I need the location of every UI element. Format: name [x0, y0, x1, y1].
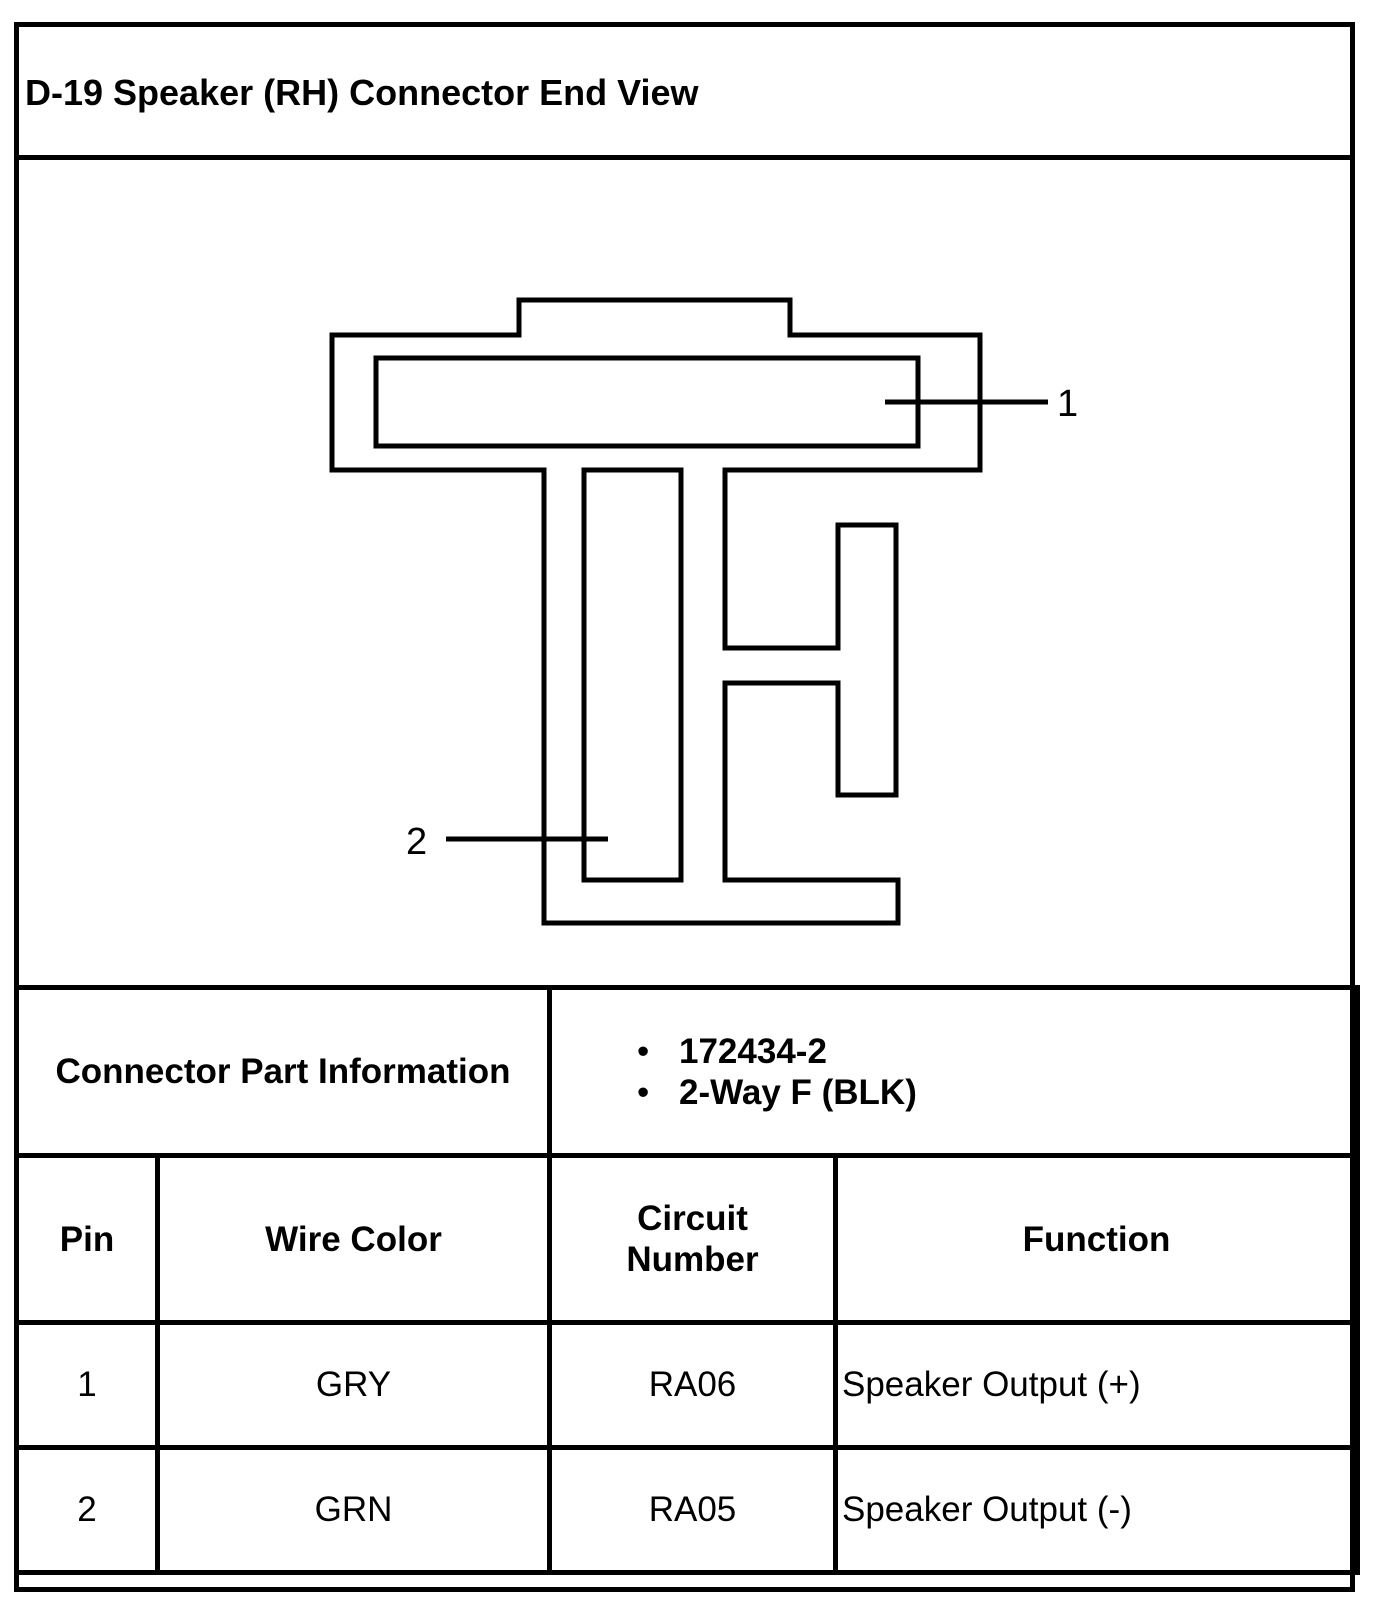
header-pin: Pin	[14, 1153, 160, 1325]
terminal-2-cavity	[581, 467, 684, 883]
header-circuit-line2: Number	[626, 1240, 759, 1279]
wire-color-cell: GRN	[155, 1445, 552, 1575]
housing-outline	[329, 297, 983, 926]
page-title: D-19 Speaker (RH) Connector End View	[25, 72, 699, 113]
title-row: D-19 Speaker (RH) Connector End View	[19, 27, 1350, 160]
header-circuit-line1: Circuit	[637, 1199, 748, 1238]
terminal-1-cavity	[373, 355, 921, 449]
table-row: 1 GRY RA06 Speaker Output (+)	[14, 1320, 1361, 1450]
circuit-cell: RA05	[547, 1445, 838, 1575]
table-header-row: Pin Wire Color Circuit Number Function	[14, 1153, 1361, 1325]
part-number: 172434-2	[637, 1031, 1355, 1072]
part-description: 2-Way F (BLK)	[637, 1072, 1355, 1113]
connector-sheet: D-19 Speaker (RH) Connector End View 1 2	[14, 22, 1361, 1592]
header-circuit-number: Circuit Number	[547, 1153, 838, 1325]
pin-cell: 2	[14, 1445, 160, 1575]
wire-color-cell: GRY	[155, 1320, 552, 1450]
callout-1-label: 1	[1057, 383, 1078, 425]
function-cell: Speaker Output (-)	[832, 1445, 1361, 1575]
connector-outline-drawing: 1 2	[329, 297, 1078, 926]
connector-end-view: 1 2	[19, 160, 1350, 990]
header-function: Function	[832, 1153, 1361, 1325]
table-row: 2 GRN RA05 Speaker Output (-)	[14, 1445, 1361, 1575]
pin-cell: 1	[14, 1320, 160, 1450]
connector-part-values: 172434-2 2-Way F (BLK)	[546, 985, 1361, 1158]
connector-info-table: Connector Part Information 172434-2 2-Wa…	[14, 985, 1361, 1575]
callout-2-label: 2	[406, 821, 427, 863]
function-cell: Speaker Output (+)	[832, 1320, 1361, 1450]
connector-part-row: Connector Part Information 172434-2 2-Wa…	[14, 985, 1361, 1158]
connector-part-label: Connector Part Information	[14, 985, 552, 1158]
header-wire-color: Wire Color	[155, 1153, 552, 1325]
circuit-cell: RA06	[547, 1320, 838, 1450]
